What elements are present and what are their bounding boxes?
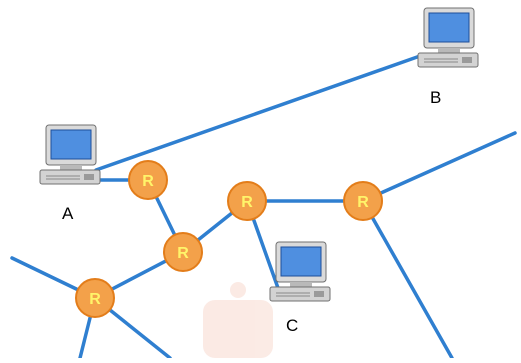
link-r4-offscreen-right (361, 131, 517, 203)
computer-icon (417, 7, 479, 68)
router-label: R (89, 291, 101, 308)
router-1: R (128, 160, 168, 200)
computer-c: C (269, 241, 331, 335)
computer-b: B (417, 7, 479, 107)
router-2: R (163, 232, 203, 272)
link-r4-offscreen-bottom (361, 199, 454, 360)
router-5: R (75, 278, 115, 318)
computer-label-a: A (62, 204, 74, 223)
router-label: R (357, 194, 369, 211)
computer-a: A (39, 124, 101, 223)
router-label: R (177, 245, 189, 262)
link-a-b (94, 54, 422, 172)
computer-icon (39, 124, 101, 185)
computer-label-b: B (430, 88, 441, 107)
router-4: R (343, 181, 383, 221)
router-label: R (241, 194, 253, 211)
watermark-logo (203, 282, 273, 358)
router-label: R (142, 173, 154, 190)
router-3: R (227, 181, 267, 221)
computer-icon (269, 241, 331, 302)
computer-label-c: C (286, 316, 298, 335)
